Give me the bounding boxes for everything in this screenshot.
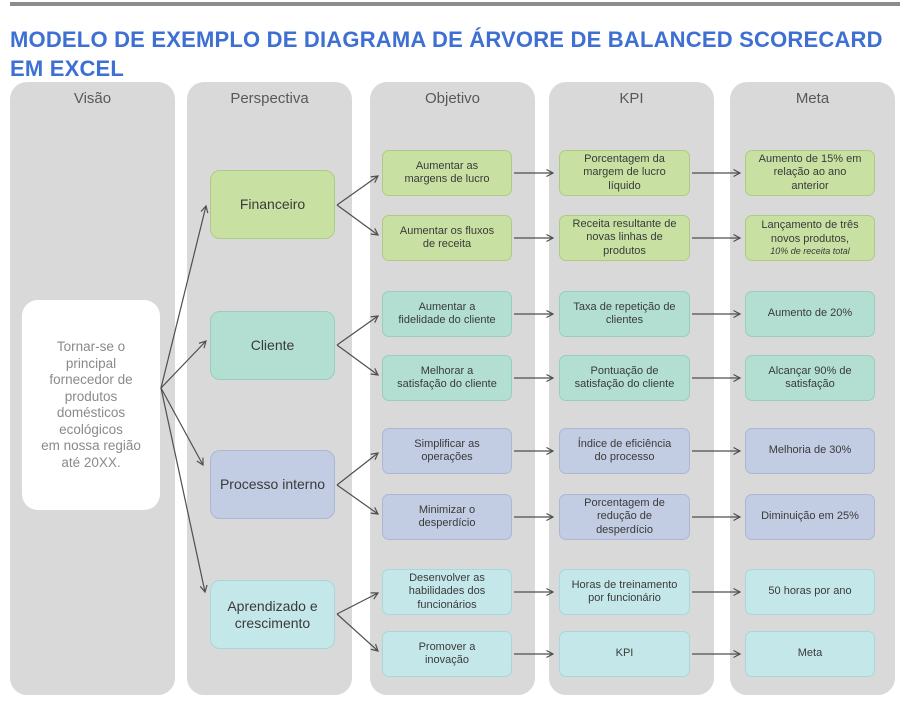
column-header-kpi: KPI [619,90,644,107]
vision-box: Tornar-se o principal fornecedor de prod… [22,300,160,510]
perspective-box-financeiro: Financeiro [210,170,335,239]
kpi-box-6: Porcentagem de redução de desperdício [559,494,690,540]
column-header-meta: Meta [795,90,830,107]
meta-box-3: Aumento de 20% [745,291,875,337]
meta-box-4: Alcançar 90% de satisfação [745,355,875,401]
objetivo-box-5: Simplificar as operações [382,428,512,474]
meta-box-7: 50 horas por ano [745,569,875,615]
meta-box-1: Aumento de 15% em relação ao ano anterio… [745,150,875,196]
kpi-box-5: Índice de eficiência do processo [559,428,690,474]
kpi-box-4: Pontuação de satisfação do cliente [559,355,690,401]
kpi-box-2: Receita resultante de novas linhas de pr… [559,215,690,261]
kpi-box-3: Taxa de repetição de clientes [559,291,690,337]
objetivo-box-1: Aumentar as margens de lucro [382,150,512,196]
column-header-perspectiva: Perspectiva [230,90,309,107]
page-title: MODELO DE EXEMPLO DE DIAGRAMA DE ÁRVORE … [10,25,890,83]
objetivo-box-2: Aumentar os fluxos de receita [382,215,512,261]
perspective-box-processo: Processo interno [210,450,335,519]
title-line-1: MODELO DE EXEMPLO DE DIAGRAMA DE ÁRVORE … [10,26,883,52]
meta-box-2: Lançamento de três novos produtos,10% de… [745,215,875,261]
perspective-box-aprendizado: Aprendizado e crescimento [210,580,335,649]
meta-box-5: Melhoria de 30% [745,428,875,474]
meta-box-6: Diminuição em 25% [745,494,875,540]
kpi-box-7: Horas de treinamento por funcionário [559,569,690,615]
objetivo-box-3: Aumentar a fidelidade do cliente [382,291,512,337]
column-header-objetivo: Objetivo [424,90,481,107]
top-divider [10,2,900,6]
objetivo-box-7: Desenvolver as habilidades dos funcionár… [382,569,512,615]
meta-label: Lançamento de três novos produtos, [761,219,859,245]
kpi-box-8: KPI [559,631,690,677]
kpi-box-1: Porcentagem da margem de lucro líquido [559,150,690,196]
meta-note: 10% de receita total [770,246,850,256]
meta-box-8: Meta [745,631,875,677]
objetivo-box-4: Melhorar a satisfação do cliente [382,355,512,401]
objetivo-box-6: Minimizar o desperdício [382,494,512,540]
perspective-box-cliente: Cliente [210,311,335,380]
objetivo-box-8: Promover a inovação [382,631,512,677]
title-line-2: EM EXCEL [10,55,125,81]
column-header-visao: Visão [73,90,112,107]
